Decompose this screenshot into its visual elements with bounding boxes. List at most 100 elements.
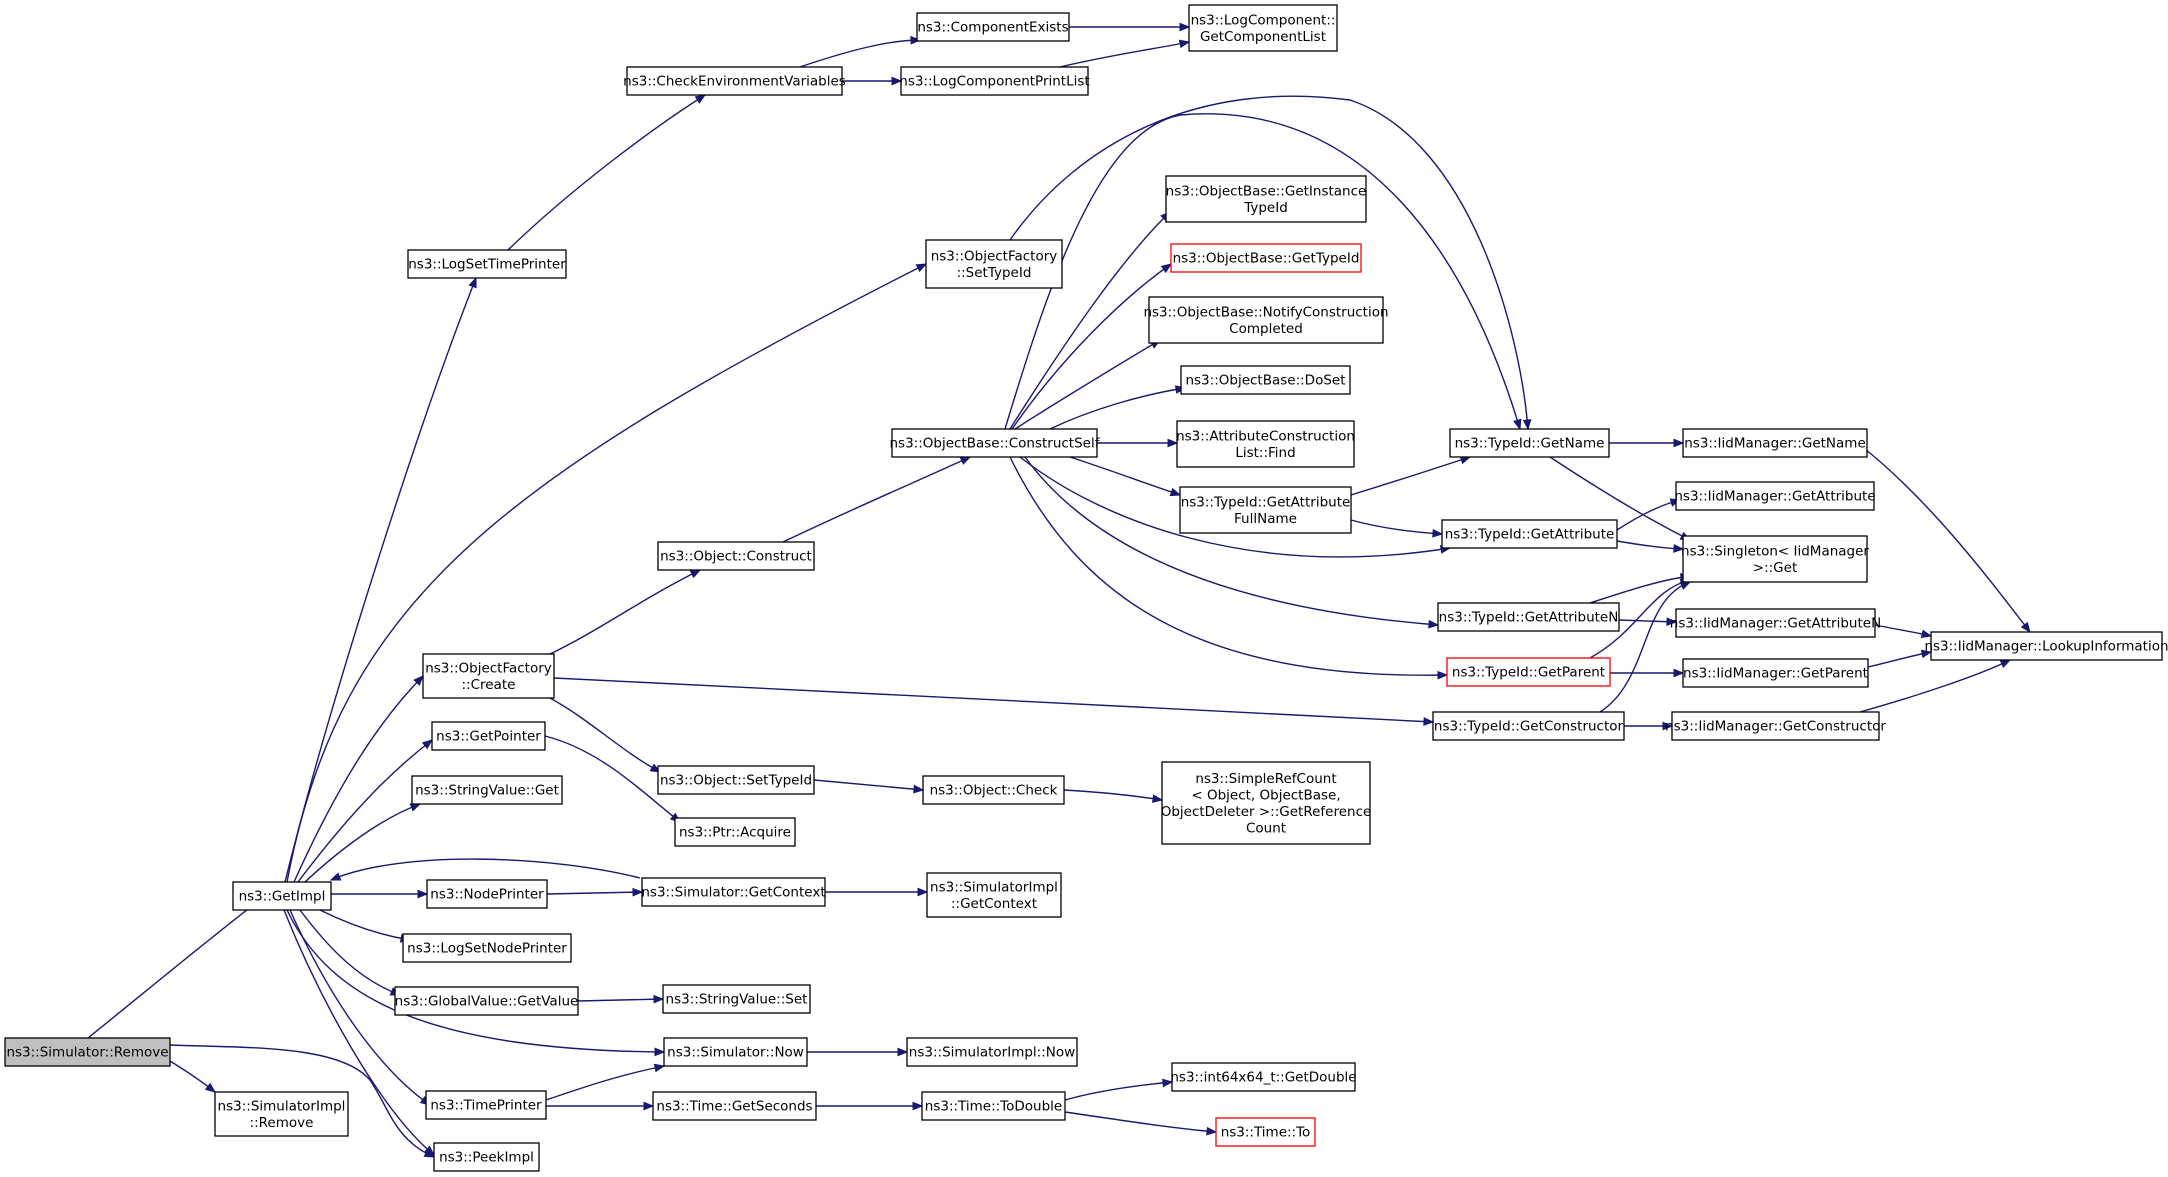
node-objectcheck[interactable]: ns3::Object::Check bbox=[922, 775, 1065, 805]
node-objectbasegettypeid[interactable]: ns3::ObjectBase::GetTypeId bbox=[1170, 243, 1362, 273]
node-typeidgetname[interactable]: ns3::TypeId::GetName bbox=[1449, 428, 1610, 458]
node-label: ns3::SimulatorImpl bbox=[930, 879, 1058, 895]
node-simimplnow[interactable]: ns3::SimulatorImpl::Now bbox=[906, 1037, 1078, 1067]
node-componentexists[interactable]: ns3::ComponentExists bbox=[916, 12, 1070, 42]
arrowhead bbox=[910, 35, 922, 45]
node-int64getdouble[interactable]: ns3::int64x64_t::GetDouble bbox=[1170, 1062, 1357, 1092]
node-typeidgetconstructor[interactable]: ns3::TypeId::GetConstructor bbox=[1432, 711, 1625, 741]
node-simgetcontext[interactable]: ns3::Simulator::GetContext bbox=[641, 877, 826, 907]
node-label: ns3::SimulatorImpl bbox=[218, 1098, 346, 1114]
edge-getimpl-to-peekimpl bbox=[283, 909, 436, 1156]
node-box bbox=[422, 653, 555, 699]
node-iidlookup[interactable]: ns3::IidManager::LookupInformation bbox=[1924, 631, 2168, 661]
edge-iidgetname-to-iidlookup bbox=[1859, 444, 2031, 634]
node-typeidgetattribute[interactable]: ns3::TypeId::GetAttribute bbox=[1441, 519, 1618, 549]
arrowhead bbox=[1662, 721, 1674, 731]
node-label: ns3::Time::GetSeconds bbox=[656, 1099, 812, 1115]
edge-line bbox=[782, 456, 971, 543]
edge-simnow-to-simimplnow bbox=[807, 1047, 909, 1057]
arrowhead bbox=[1162, 1078, 1174, 1088]
node-iidgetparent[interactable]: ns3::IidManager::GetParent bbox=[1682, 658, 1869, 688]
node-root[interactable]: ns3::Simulator::Remove bbox=[4, 1037, 171, 1067]
edge-line bbox=[544, 735, 681, 823]
node-label: ns3::TypeId::GetAttributeN bbox=[1439, 610, 1619, 626]
node-objfactorycreate[interactable]: ns3::ObjectFactory::Create bbox=[422, 653, 555, 699]
arrowhead bbox=[1920, 629, 1933, 639]
edge-getimpl-to-nodeprinter bbox=[331, 889, 429, 899]
arrowhead bbox=[1432, 529, 1444, 538]
node-getimpl[interactable]: ns3::GetImpl bbox=[232, 881, 332, 911]
node-box bbox=[662, 984, 811, 1014]
arrowhead bbox=[417, 889, 429, 899]
edge-constructself-to-attrconstructionfind bbox=[1097, 438, 1179, 448]
node-iidgetattribute[interactable]: ns3::IidManager::GetAttribute bbox=[1674, 481, 1876, 511]
node-label: ns3::GetImpl bbox=[239, 889, 326, 905]
node-objectsettypeid[interactable]: ns3::Object::SetTypeId bbox=[657, 765, 815, 795]
node-label: ns3::IidManager::GetAttribute bbox=[1674, 489, 1875, 505]
node-doset[interactable]: ns3::ObjectBase::DoSet bbox=[1180, 365, 1351, 395]
node-singletonget[interactable]: ns3::Singleton< IidManager>::Get bbox=[1681, 535, 1869, 583]
node-logcomponentprintlist[interactable]: ns3::LogComponentPrintList bbox=[899, 66, 1090, 96]
edge-globalvaluegetvalue-to-stringvalueset bbox=[577, 994, 665, 1004]
node-simimplgetcontext[interactable]: ns3::SimulatorImpl::GetContext bbox=[926, 872, 1062, 918]
node-iidgetattributen[interactable]: ns3::IidManager::GetAttributeN bbox=[1670, 608, 1881, 638]
node-simnow[interactable]: ns3::Simulator::Now bbox=[663, 1037, 808, 1067]
node-box bbox=[1437, 602, 1620, 632]
node-stringvalueget[interactable]: ns3::StringValue::Get bbox=[411, 775, 563, 805]
edge-typeidgetattributen-to-iidgetattributen bbox=[1618, 617, 1678, 627]
node-box bbox=[1449, 428, 1610, 458]
node-iidgetconstructor[interactable]: ns3::IidManager::GetConstructor bbox=[1665, 711, 1886, 741]
node-ptracquire[interactable]: ns3::Ptr::Acquire bbox=[674, 817, 796, 847]
node-timetodouble[interactable]: ns3::Time::ToDouble bbox=[921, 1091, 1066, 1121]
node-constructself[interactable]: ns3::ObjectBase::ConstructSelf bbox=[890, 428, 1101, 458]
node-peekimpl[interactable]: ns3::PeekImpl bbox=[433, 1142, 540, 1172]
node-nodeprinter[interactable]: ns3::NodePrinter bbox=[426, 879, 548, 909]
node-getcomponentlist[interactable]: ns3::LogComponent::GetComponentList bbox=[1188, 4, 1338, 52]
node-objfactorysettypeid[interactable]: ns3::ObjectFactory::SetTypeId bbox=[925, 239, 1063, 289]
edge-line bbox=[1049, 387, 1186, 430]
node-logsettimeprinter[interactable]: ns3::LogSetTimePrinter bbox=[407, 249, 567, 279]
node-label: >::Get bbox=[1753, 560, 1797, 576]
edge-objfactorycreate-to-objectconstruct bbox=[549, 569, 702, 655]
node-getpointer[interactable]: ns3::GetPointer bbox=[431, 721, 546, 751]
edge-typeidgetname-to-iidgetname bbox=[1609, 438, 1685, 448]
node-objectconstruct[interactable]: ns3::Object::Construct bbox=[657, 541, 815, 571]
edge-getimpl-to-objfactorycreate bbox=[293, 675, 424, 883]
node-typeidgetparent[interactable]: ns3::TypeId::GetParent bbox=[1446, 657, 1611, 687]
node-timeto[interactable]: ns3::Time::To bbox=[1215, 1117, 1316, 1147]
edge-logcomponentprintlist-to-getcomponentlist bbox=[1059, 39, 1191, 68]
edge-getattributefullname-to-typeidgetattribute bbox=[1350, 519, 1444, 538]
arrowhead bbox=[1513, 418, 1522, 431]
node-box bbox=[652, 1091, 817, 1121]
node-timeprinter[interactable]: ns3::TimePrinter bbox=[425, 1090, 547, 1120]
node-iidgetname[interactable]: ns3::IidManager::GetName bbox=[1682, 428, 1868, 458]
node-stringvalueset[interactable]: ns3::StringValue::Set bbox=[662, 984, 811, 1014]
node-logsetnodeprinter[interactable]: ns3::LogSetNodePrinter bbox=[402, 933, 572, 963]
node-typeidgetattributen[interactable]: ns3::TypeId::GetAttributeN bbox=[1437, 602, 1620, 632]
edge-simgetcontext-to-simimplgetcontext bbox=[825, 887, 929, 897]
node-globalvaluegetvalue[interactable]: ns3::GlobalValue::GetValue bbox=[394, 986, 579, 1016]
node-label: < Object, ObjectBase, bbox=[1191, 787, 1340, 803]
edge-getimpl-to-logsetnodeprinter bbox=[319, 909, 412, 943]
node-simimplremove[interactable]: ns3::SimulatorImpl::Remove bbox=[214, 1091, 349, 1137]
edge-line bbox=[1859, 444, 2031, 633]
arrowhead bbox=[204, 1082, 217, 1093]
node-box bbox=[663, 1037, 808, 1067]
node-notifyconstruction[interactable]: ns3::ObjectBase::NotifyConstructionCompl… bbox=[1143, 296, 1389, 344]
node-label: ns3::LogSetNodePrinter bbox=[407, 941, 567, 957]
node-getreferencecount[interactable]: ns3::SimpleRefCount< Object, ObjectBase,… bbox=[1161, 761, 1372, 845]
node-checkenv[interactable]: ns3::CheckEnvironmentVariables bbox=[623, 66, 846, 96]
node-label: ns3::Simulator::GetContext bbox=[641, 885, 825, 901]
edge-line bbox=[1063, 789, 1163, 801]
edge-iidgetattributen-to-iidlookup bbox=[1874, 624, 1933, 639]
node-timegetseconds[interactable]: ns3::Time::GetSeconds bbox=[652, 1091, 817, 1121]
arrowhead bbox=[1206, 1126, 1218, 1136]
node-box bbox=[900, 66, 1089, 96]
edge-line bbox=[1064, 1111, 1217, 1133]
node-box bbox=[1441, 519, 1618, 549]
edge-line bbox=[1009, 95, 1529, 430]
arrowhead bbox=[917, 887, 929, 897]
